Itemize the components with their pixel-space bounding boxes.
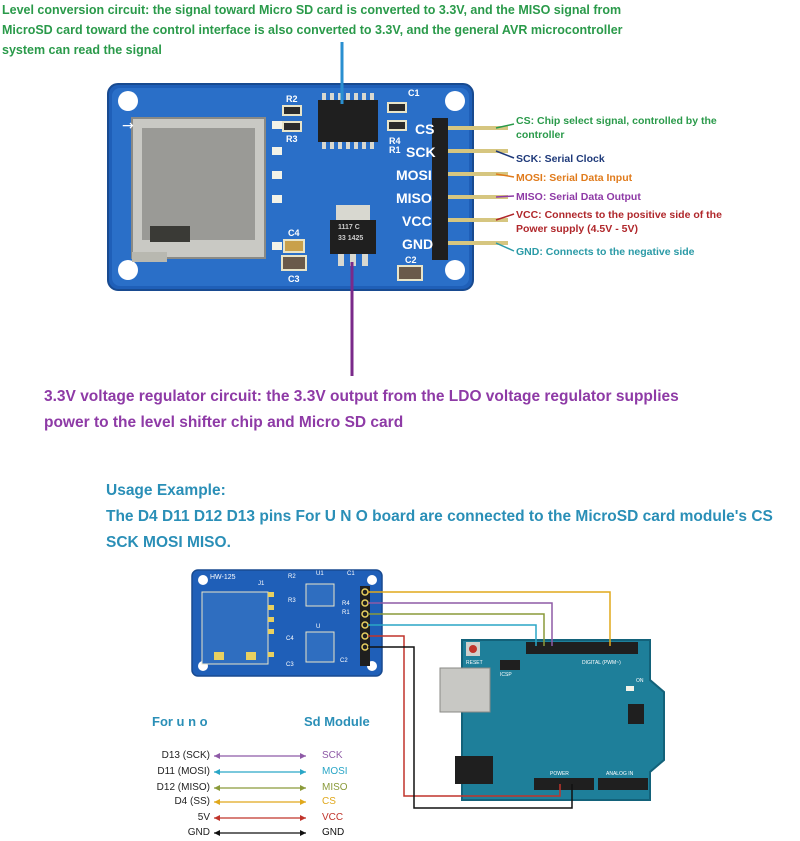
small-sd-module: HW-125 R2 U1 C1 J1 R3 R4 R1 U C4 C3 C2 xyxy=(191,569,383,677)
pin-label-gnd: GND xyxy=(402,236,433,252)
small-silk-c2: C2 xyxy=(340,658,348,664)
map-right-3: CS xyxy=(322,796,336,807)
pad xyxy=(272,242,282,250)
resistor-r3 xyxy=(282,121,302,132)
mount-hole xyxy=(445,260,465,280)
arduino-icsp-label: ICSP xyxy=(500,672,512,678)
map-right-2: MISO xyxy=(322,782,348,793)
pin-label-cs: CS xyxy=(415,121,434,137)
pin-label-miso: MISO xyxy=(396,190,432,206)
pad xyxy=(272,171,282,179)
icsp-header-right xyxy=(628,704,644,724)
map-left-3: D4 (SS) xyxy=(174,796,210,807)
small-silk-r4: R4 xyxy=(342,601,350,607)
mapping-arrows xyxy=(214,753,306,836)
small-silk-u1: U1 xyxy=(316,571,324,577)
microsd-socket xyxy=(131,117,266,262)
pin-header xyxy=(432,118,508,260)
mount-hole xyxy=(445,91,465,111)
map-right-5: GND xyxy=(322,827,345,838)
icsp-header-top xyxy=(500,660,520,670)
small-silk-u: U xyxy=(316,624,320,630)
arduino-power-label: POWER xyxy=(550,771,569,777)
map-left-0: D13 (SCK) xyxy=(161,750,210,761)
silk-c1: C1 xyxy=(408,88,420,98)
capacitor-c1 xyxy=(387,102,407,113)
callout-sck: SCK: Serial Clock xyxy=(516,153,605,165)
small-silk-r1: R1 xyxy=(342,610,350,616)
capacitor-c2 xyxy=(397,265,423,281)
mapping-left-header: For u n o xyxy=(152,714,208,729)
silk-c3: C3 xyxy=(288,274,300,284)
callout-vcc: VCC: Connects to the positive side of th… xyxy=(516,209,722,235)
pin-label-mosi: MOSI xyxy=(396,167,432,183)
usage-body: The D4 D11 D12 D13 pins For U N O board … xyxy=(106,508,773,551)
capacitor-c3 xyxy=(281,255,307,271)
small-silk-c4: C4 xyxy=(286,636,294,642)
level-shifter-chip xyxy=(318,93,378,149)
small-silk-r2: R2 xyxy=(288,574,296,580)
mapping-right-header: Sd Module xyxy=(304,714,370,729)
callout-miso: MISO: Serial Data Output xyxy=(516,191,641,203)
pin-label-vcc: VCC xyxy=(402,213,432,229)
map-right-1: MOSI xyxy=(322,766,348,777)
ldo-note: 3.3V voltage regulator circuit: the 3.3V… xyxy=(44,388,679,431)
callout-gnd: GND: Connects to the negative side xyxy=(516,246,695,258)
resistor-r4 xyxy=(387,120,407,131)
digital-header xyxy=(526,642,638,654)
silk-r2: R2 xyxy=(286,94,298,104)
usb-connector xyxy=(439,667,491,713)
callout-cs: CS: Chip select signal, controlled by th… xyxy=(516,115,717,141)
ldo-marking-2: 33 1425 xyxy=(338,235,363,242)
small-silk-c1: C1 xyxy=(347,571,355,577)
silk-r3: R3 xyxy=(286,134,298,144)
power-header xyxy=(534,778,594,790)
capacitor-c4 xyxy=(283,239,305,253)
map-right-4: VCC xyxy=(322,812,344,823)
silk-c4: C4 xyxy=(288,228,300,238)
pad xyxy=(272,195,282,203)
sd-module-board: → xyxy=(107,83,508,291)
connection-wires xyxy=(368,591,611,809)
resistor-r2 xyxy=(282,105,302,116)
svg-text:→: → xyxy=(122,118,134,134)
pin-label-sck: SCK xyxy=(406,144,436,160)
arduino-analog-label: ANALOG IN xyxy=(606,771,634,777)
map-right-0: SCK xyxy=(322,750,343,761)
analog-header xyxy=(598,778,648,790)
small-silk-r3: R3 xyxy=(288,598,296,604)
silk-r1: R1 xyxy=(389,145,401,155)
pad xyxy=(272,121,282,129)
arduino-digital-label: DIGITAL (PWM~) xyxy=(582,660,621,666)
map-left-2: D12 (MISO) xyxy=(156,782,210,793)
map-left-4: 5V xyxy=(197,812,210,823)
pin-callout-lines xyxy=(495,123,515,252)
small-board-label: HW-125 xyxy=(210,574,236,581)
silk-c2: C2 xyxy=(405,255,417,265)
ldo-marking-1: 1117 C xyxy=(338,224,360,231)
arduino-uno-board: RESET ICSP DIGITAL (PWM~) POWER ANALOG I… xyxy=(439,639,665,801)
arduino-reset-label: RESET xyxy=(466,660,483,666)
mount-hole xyxy=(118,91,138,111)
power-jack xyxy=(455,756,493,784)
map-left-5: GND xyxy=(187,827,210,838)
map-left-1: D11 (MOSI) xyxy=(157,766,210,777)
usage-section: Usage Example: The D4 D11 D12 D13 pins F… xyxy=(106,478,800,556)
mount-hole xyxy=(118,260,138,280)
small-silk-j1: J1 xyxy=(258,581,265,587)
callout-mosi: MOSI: Serial Data Input xyxy=(516,172,633,184)
small-silk-c3: C3 xyxy=(286,662,294,668)
level-conversion-note: Level conversion circuit: the signal tow… xyxy=(2,3,623,57)
usage-title: Usage Example: xyxy=(106,482,226,499)
silk-r4: R4 xyxy=(389,136,401,146)
pad xyxy=(272,147,282,155)
arduino-on-label: ON xyxy=(636,678,644,684)
ldo-regulator xyxy=(330,205,376,266)
